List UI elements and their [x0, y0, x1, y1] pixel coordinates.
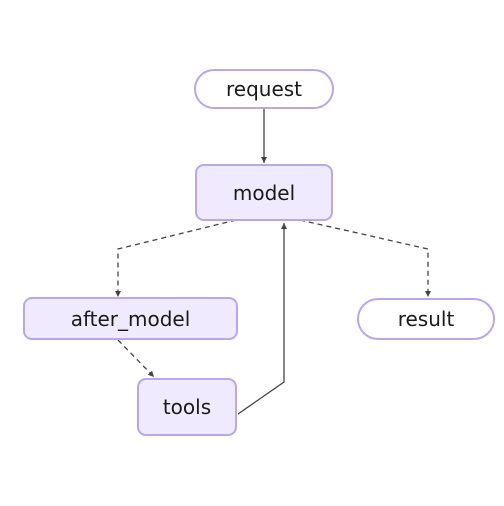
node-tools-label: tools [162, 395, 212, 419]
node-request-label: request [225, 77, 303, 101]
edge-tools-to-model [237, 223, 287, 415]
node-model: model [195, 164, 333, 221]
edge-model-to-result [299, 219, 431, 297]
node-request: request [194, 69, 334, 109]
node-after-model-label: after_model [70, 306, 191, 331]
node-result-label: result [397, 307, 455, 331]
edge-model-to-after-model [115, 219, 237, 297]
node-result: result [357, 298, 495, 340]
node-tools: tools [137, 378, 237, 436]
node-model-label: model [232, 180, 296, 205]
edge-after-model-to-tools [117, 339, 155, 378]
node-after-model: after_model [23, 297, 238, 340]
